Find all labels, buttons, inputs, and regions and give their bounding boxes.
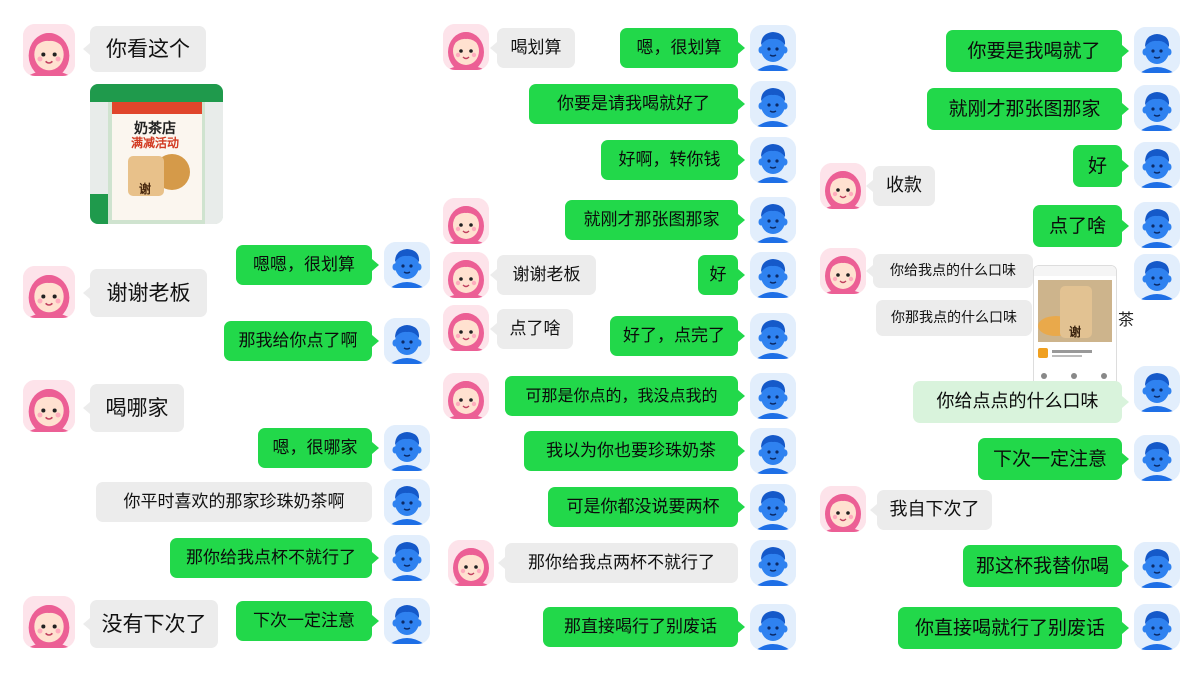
boy-avatar-icon <box>384 242 430 288</box>
message-bubble[interactable]: 没有下次了 <box>83 600 218 648</box>
poster-subtitle: 满减活动 <box>130 136 179 150</box>
message-bubble[interactable]: 好 <box>698 255 745 295</box>
poster-cup-text: 谢 <box>138 182 151 196</box>
message-bubble[interactable]: 就刚才那张图那家 <box>565 200 745 240</box>
boy-avatar-icon <box>750 428 796 474</box>
message-bubble[interactable]: 你直接喝就行了别废话 <box>898 607 1129 649</box>
boy-avatar-icon <box>384 598 430 644</box>
girl-avatar-icon <box>443 305 489 351</box>
message-bubble[interactable]: 你给点点的什么口味 <box>913 381 1129 423</box>
girl-avatar-icon <box>443 252 489 298</box>
girl-avatar-icon <box>23 596 75 648</box>
message-bubble[interactable]: 好了，点完了 <box>610 316 745 356</box>
girl-avatar-icon <box>23 380 75 432</box>
message-bubble[interactable]: 好啊，转你钱 <box>601 140 745 180</box>
boy-avatar-icon <box>750 604 796 650</box>
girl-avatar-icon <box>23 266 75 318</box>
message-bubble[interactable]: 你看这个 <box>83 26 206 72</box>
message-bubble[interactable]: 点了啥 <box>1033 205 1129 247</box>
message-bubble[interactable]: 嗯，很划算 <box>620 28 745 68</box>
order-cup-text: 谢 <box>1068 325 1081 339</box>
girl-avatar-icon <box>820 163 866 209</box>
girl-avatar-icon <box>448 540 494 586</box>
message-bubble[interactable]: 那直接喝行了别废话 <box>543 607 745 647</box>
message-bubble[interactable]: 那这杯我替你喝 <box>963 545 1129 587</box>
boy-avatar-icon <box>750 540 796 586</box>
boy-avatar-icon <box>750 373 796 419</box>
message-bubble[interactable]: 好 <box>1073 145 1129 187</box>
boy-avatar-icon <box>1134 85 1180 131</box>
girl-avatar-icon <box>23 24 75 76</box>
boy-avatar-icon <box>750 137 796 183</box>
message-bubble[interactable]: 那你给我点两杯不就行了 <box>498 543 738 583</box>
message-bubble[interactable]: 我以为你也要珍珠奶茶 <box>524 431 745 471</box>
boy-avatar-icon <box>384 535 430 581</box>
boy-avatar-icon <box>384 425 430 471</box>
message-bubble[interactable]: 你那我点的什么口味 <box>876 300 1032 336</box>
poster-headline: 奶茶店 <box>134 121 176 137</box>
boy-avatar-icon <box>1134 604 1180 650</box>
message-bubble[interactable]: 那你给我点杯不就行了 <box>170 538 379 578</box>
message-bubble[interactable]: 谢谢老板 <box>490 255 596 295</box>
message-bubble[interactable]: 喝哪家 <box>83 384 184 432</box>
boy-avatar-icon <box>384 479 430 525</box>
message-bubble[interactable]: 可是你都没说要两杯 <box>548 487 745 527</box>
girl-avatar-icon <box>443 198 489 244</box>
boy-avatar-icon <box>750 313 796 359</box>
girl-avatar-icon <box>443 373 489 419</box>
message-bubble[interactable]: 嗯，很哪家 <box>258 428 379 468</box>
boy-avatar-icon <box>1134 366 1180 412</box>
message-bubble[interactable]: 就刚才那张图那家 <box>927 88 1129 130</box>
order-screenshot-image[interactable] <box>1033 265 1117 389</box>
boy-avatar-icon <box>1134 542 1180 588</box>
message-bubble[interactable]: 我自下次了 <box>870 490 992 530</box>
message-bubble[interactable]: 你要是我喝就了 <box>946 30 1129 72</box>
message-bubble[interactable]: 谢谢老板 <box>83 269 207 317</box>
boy-avatar-icon <box>384 318 430 364</box>
message-bubble[interactable]: 喝划算 <box>490 28 575 68</box>
boy-avatar-icon <box>1134 202 1180 248</box>
boy-avatar-icon <box>750 484 796 530</box>
boy-avatar-icon <box>1134 27 1180 73</box>
milk-tea-poster-image[interactable] <box>90 84 223 224</box>
message-bubble[interactable]: 可那是你点的，我没点我的 <box>505 376 745 416</box>
boy-avatar-icon <box>750 197 796 243</box>
message-bubble[interactable]: 嗯嗯，很划算 <box>236 245 379 285</box>
boy-avatar-icon <box>750 25 796 71</box>
message-bubble[interactable]: 下次一定注意 <box>978 438 1129 480</box>
girl-avatar-icon <box>820 486 866 532</box>
girl-avatar-icon <box>443 24 489 70</box>
boy-avatar-icon <box>1134 254 1180 300</box>
message-bubble[interactable]: 收款 <box>866 166 935 206</box>
message-bubble[interactable]: 你要是请我喝就好了 <box>529 84 745 124</box>
boy-avatar-icon <box>750 81 796 127</box>
girl-avatar-icon <box>820 248 866 294</box>
message-bubble[interactable]: 你平时喜欢的那家珍珠奶茶啊 <box>96 482 372 522</box>
message-bubble[interactable]: 下次一定注意 <box>236 601 379 641</box>
boy-avatar-icon <box>1134 142 1180 188</box>
message-bubble[interactable]: 点了啥 <box>490 309 573 349</box>
boy-avatar-icon <box>1134 435 1180 481</box>
message-bubble[interactable]: 那我给你点了啊 <box>224 321 379 361</box>
order-side-text: 茶 <box>1118 310 1135 329</box>
boy-avatar-icon <box>750 252 796 298</box>
message-bubble[interactable]: 你给我点的什么口味 <box>866 254 1033 288</box>
